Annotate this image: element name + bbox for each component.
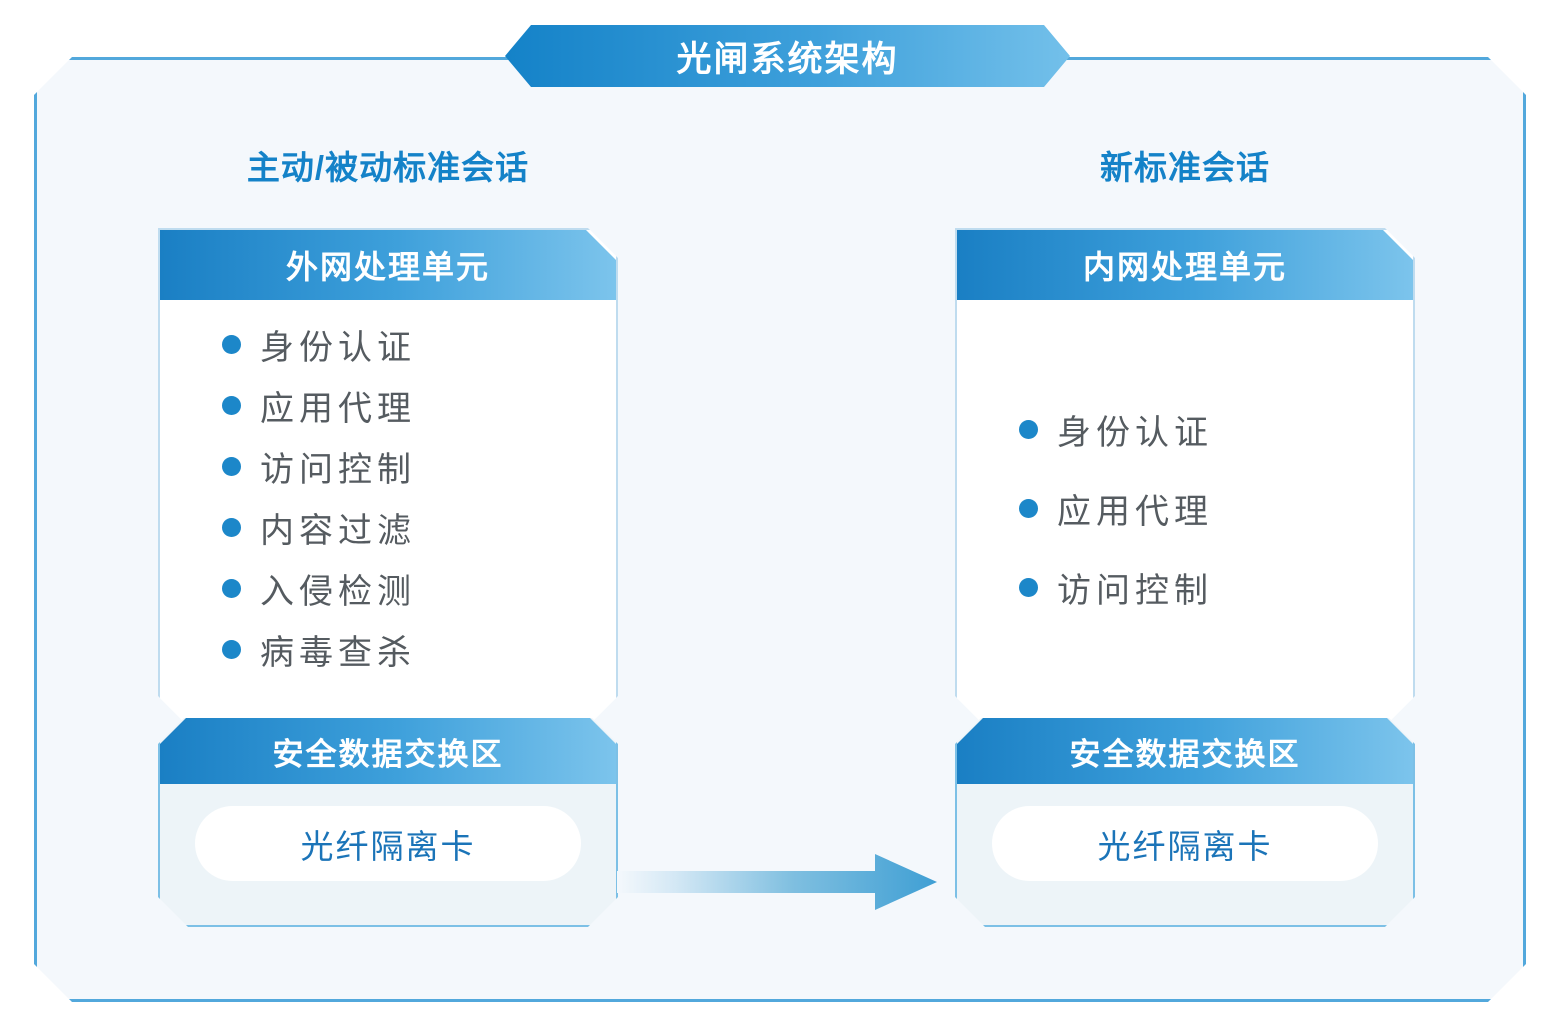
feature-label: 访问控制	[1057, 571, 1213, 610]
list-item[interactable]: 应用代理	[222, 375, 616, 436]
exchange-header-right: 安全数据交换区	[957, 718, 1413, 784]
fiber-isolation-card-right-label: 光纤隔离卡	[1097, 827, 1273, 865]
bullet-dot-icon	[222, 518, 241, 537]
feature-label: 身份认证	[260, 329, 416, 367]
page-title: 光闸系统架构	[676, 39, 899, 79]
exchange-header-left: 安全数据交换区	[160, 718, 616, 784]
column-right-title: 新标准会话	[1100, 149, 1270, 186]
feature-list-internal: 身份认证 应用代理 访问控制	[957, 390, 1413, 627]
bullet-dot-icon	[222, 396, 241, 415]
fiber-isolation-card-right[interactable]: 光纤隔离卡	[992, 806, 1378, 881]
panel-body-external: 身份认证 应用代理 访问控制 内容过滤	[160, 300, 616, 720]
bullet-dot-icon	[1019, 499, 1038, 518]
panel-header-external-label: 外网处理单元	[285, 249, 490, 285]
bullet-dot-icon	[222, 335, 241, 354]
bullet-dot-icon	[222, 640, 241, 659]
panel-body-internal: 身份认证 应用代理 访问控制	[957, 300, 1413, 720]
column-left: 主动/被动标准会话 外网处理单元 身份认证 应用代理	[158, 140, 618, 927]
list-item[interactable]: 应用代理	[1019, 469, 1413, 548]
list-item[interactable]: 身份认证	[222, 314, 616, 375]
fiber-isolation-card-left[interactable]: 光纤隔离卡	[195, 806, 581, 881]
exchange-header-right-label: 安全数据交换区	[1069, 736, 1301, 772]
list-item[interactable]: 身份认证	[1019, 390, 1413, 469]
feature-label: 身份认证	[1057, 413, 1213, 452]
data-flow-arrow-icon	[617, 854, 937, 910]
exchange-header-left-label: 安全数据交换区	[272, 736, 504, 772]
panel-header-external: 外网处理单元	[160, 230, 616, 300]
bullet-dot-icon	[1019, 420, 1038, 439]
feature-label: 应用代理	[260, 390, 416, 428]
column-left-title: 主动/被动标准会话	[246, 149, 530, 186]
panel-internal-processing-unit: 内网处理单元 身份认证 应用代理 访问控制	[955, 228, 1415, 722]
feature-label: 应用代理	[1057, 492, 1213, 531]
list-item[interactable]: 访问控制	[1019, 548, 1413, 627]
list-item[interactable]: 入侵检测	[222, 558, 616, 619]
list-item[interactable]: 病毒查杀	[222, 619, 616, 680]
panel-external-processing-unit: 外网处理单元 身份认证 应用代理 访问控制	[158, 228, 618, 722]
bullet-dot-icon	[1019, 578, 1038, 597]
list-item[interactable]: 内容过滤	[222, 497, 616, 558]
feature-label: 访问控制	[260, 451, 416, 489]
diagram-title-banner: 光闸系统架构	[505, 25, 1070, 87]
list-item[interactable]: 访问控制	[222, 436, 616, 497]
panel-secure-exchange-right: 安全数据交换区 光纤隔离卡	[955, 718, 1415, 927]
feature-label: 病毒查杀	[260, 634, 416, 672]
exchange-body-left: 光纤隔离卡	[160, 784, 616, 925]
bullet-dot-icon	[222, 457, 241, 476]
exchange-body-right: 光纤隔离卡	[957, 784, 1413, 925]
panel-header-internal-label: 内网处理单元	[1082, 249, 1287, 285]
panel-secure-exchange-left: 安全数据交换区 光纤隔离卡	[158, 718, 618, 927]
feature-label: 入侵检测	[260, 573, 416, 611]
fiber-isolation-card-left-label: 光纤隔离卡	[300, 827, 476, 865]
column-right: 新标准会话 内网处理单元 身份认证 应用代理 访问控	[955, 140, 1415, 927]
bullet-dot-icon	[222, 579, 241, 598]
panel-header-internal: 内网处理单元	[957, 230, 1413, 300]
feature-label: 内容过滤	[260, 512, 416, 550]
feature-list-external: 身份认证 应用代理 访问控制 内容过滤	[160, 314, 616, 680]
